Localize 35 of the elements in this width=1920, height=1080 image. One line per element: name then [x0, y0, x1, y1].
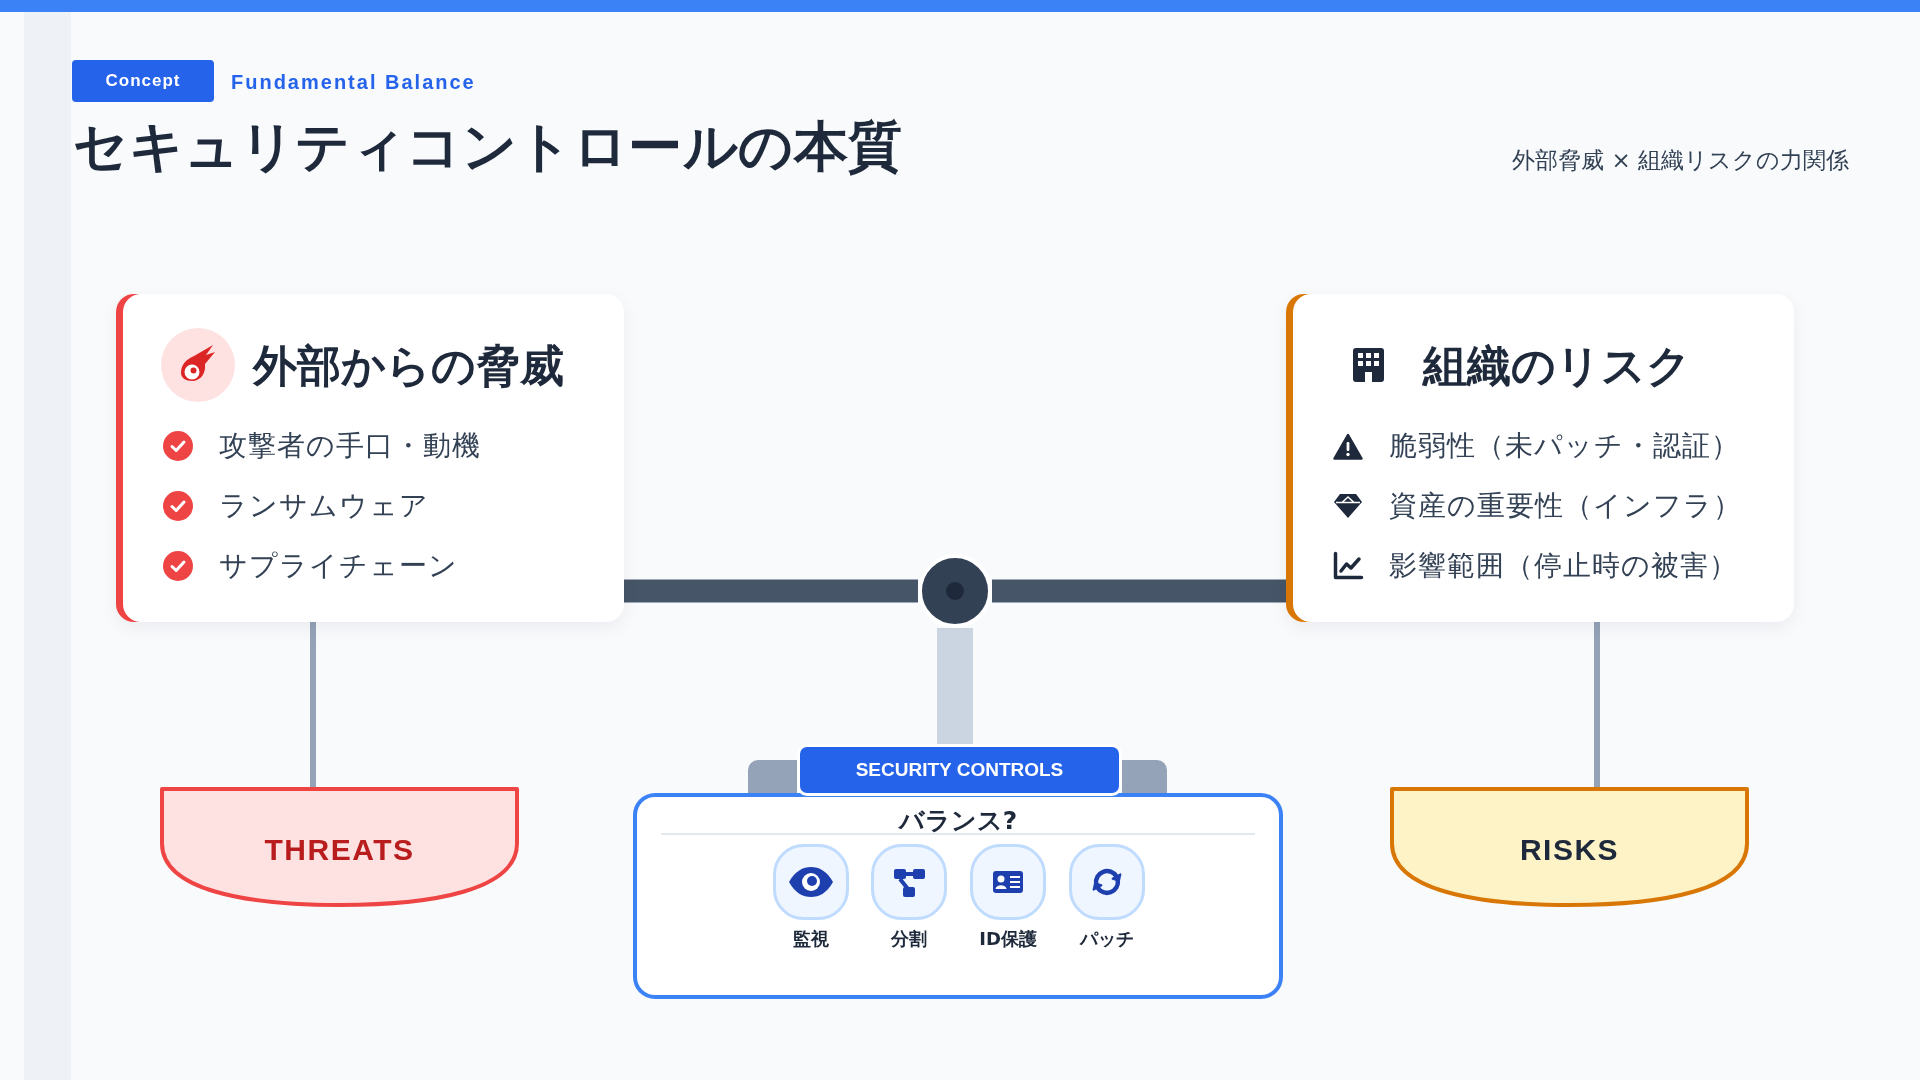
eye-icon	[773, 844, 849, 920]
refresh-icon	[1069, 844, 1145, 920]
header-tab: SECURITY CONTROLS	[797, 744, 1122, 796]
balance-beam	[992, 579, 1286, 603]
control-label: 分割	[891, 926, 927, 950]
list-item: 影響範囲（停止時の被害）	[1389, 548, 1738, 584]
list-item: サプライチェーン	[219, 548, 458, 584]
control-label: パッチ	[1080, 926, 1134, 950]
list-item: 攻撃者の手口・動機	[219, 428, 481, 464]
pan-label: RISKS	[1519, 831, 1620, 868]
bracket-bar	[748, 760, 797, 793]
network-icon	[871, 844, 947, 920]
info-card	[1286, 294, 1794, 622]
info-card	[116, 294, 624, 622]
bracket-bar	[1122, 760, 1167, 793]
hanger-line	[1594, 622, 1600, 787]
pan-label: THREATS	[264, 831, 415, 868]
list-item: ランサムウェア	[219, 488, 429, 524]
control-label: 監視	[793, 926, 829, 950]
section-label: Fundamental Balance	[231, 70, 476, 95]
balance-beam	[624, 579, 918, 603]
panel-heading: バランス?	[898, 804, 1018, 837]
list-item: 資産の重要性（インフラ）	[1389, 488, 1742, 524]
controls-panel	[633, 793, 1283, 999]
support-post	[937, 628, 973, 744]
card-heading: 外部からの脅威	[253, 338, 564, 393]
hanger-line	[310, 622, 316, 787]
card-heading: 組織のリスク	[1423, 338, 1691, 393]
pivot-circle	[918, 554, 992, 628]
page-title: セキュリティコントロールの本質	[73, 114, 903, 180]
subtitle: 外部脅威 × 組織リスクの力関係	[1512, 146, 1849, 175]
list-item: 脆弱性（未パッチ・認証）	[1389, 428, 1740, 464]
id-card-icon	[970, 844, 1046, 920]
control-label: ID保護	[979, 926, 1037, 950]
category-badge: Concept	[72, 60, 214, 102]
